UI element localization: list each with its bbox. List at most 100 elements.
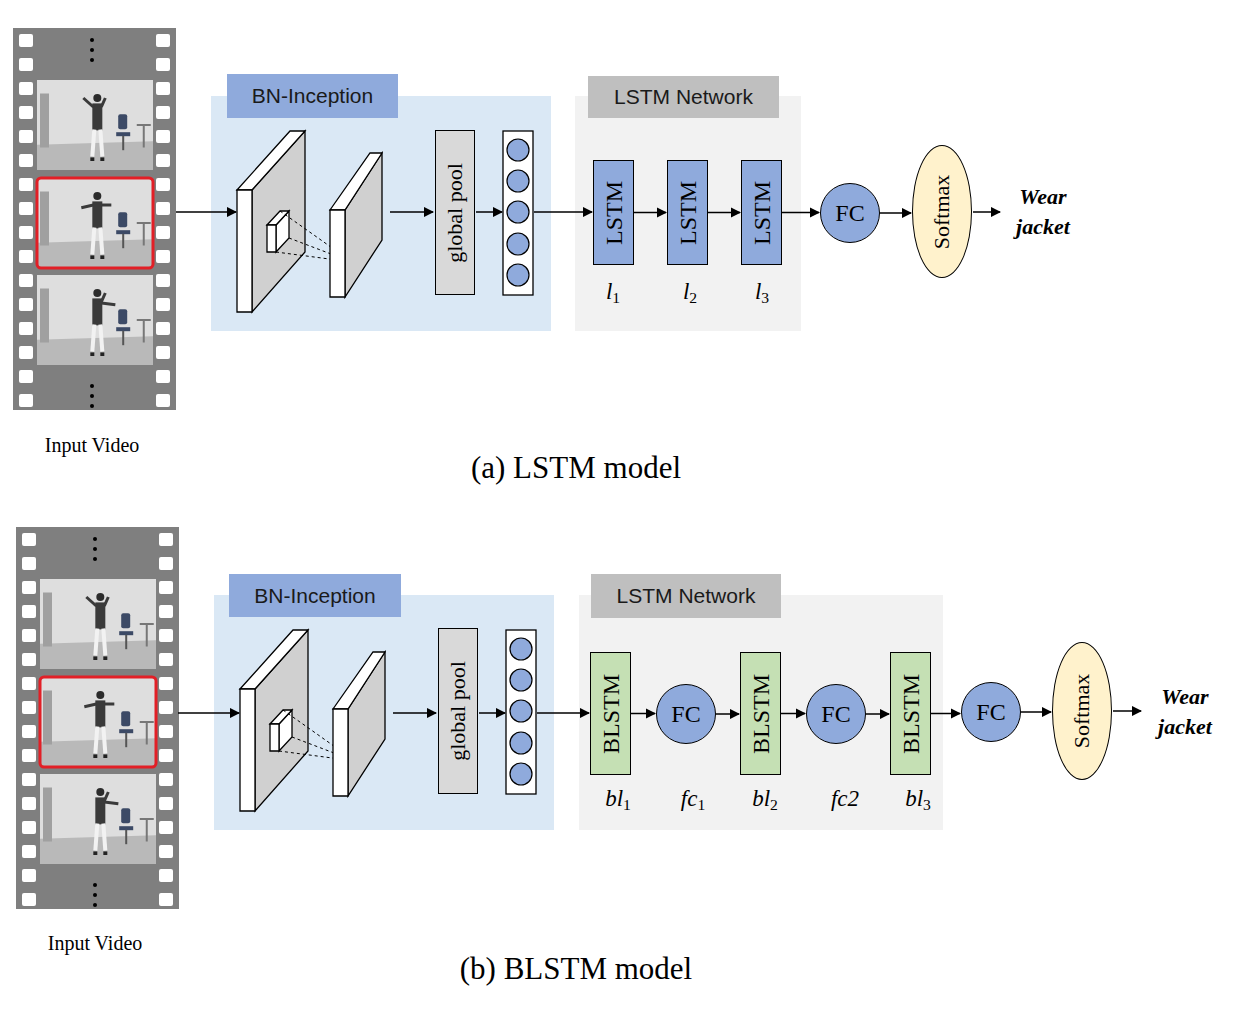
panel-title: LSTM Network <box>614 85 753 109</box>
person-arm <box>101 98 105 107</box>
label-base: l <box>683 279 689 304</box>
person-arm <box>101 204 111 207</box>
sprocket-hole <box>22 749 36 762</box>
person-shoe <box>90 157 94 161</box>
sprocket-hole <box>19 34 33 47</box>
label-subscript: 3 <box>761 289 769 306</box>
sprocket-hole <box>159 653 173 666</box>
sprocket-hole <box>22 653 36 666</box>
label-subscript: 1 <box>697 796 705 813</box>
node-label: FC <box>821 702 850 726</box>
sprocket-hole <box>156 370 170 383</box>
person-shoe <box>93 656 97 660</box>
layer-name: bl3 <box>905 785 931 815</box>
door <box>43 788 52 842</box>
feature-map <box>240 689 255 811</box>
label-base: bl <box>752 786 770 811</box>
vertical-label: BLSTM <box>599 673 623 753</box>
person-shoe <box>103 754 107 758</box>
table <box>143 223 145 246</box>
vertical-label: Softmax <box>1071 674 1093 749</box>
sprocket-hole <box>159 629 173 642</box>
flow-arrow <box>708 212 740 214</box>
door <box>40 94 49 148</box>
door <box>40 192 49 246</box>
selected-frame <box>37 178 153 268</box>
sprocket-hole <box>19 250 33 263</box>
chair <box>118 114 127 129</box>
flow-arrow <box>631 713 655 715</box>
selected-frame <box>40 677 156 767</box>
person-arm <box>101 293 105 302</box>
chair <box>121 808 130 823</box>
layer-box: LSTM <box>593 160 634 265</box>
table <box>143 320 145 343</box>
node-label: FC <box>976 700 1005 724</box>
chair <box>116 132 130 136</box>
film-strip <box>13 28 176 410</box>
feature-unit <box>510 669 532 691</box>
sprocket-hole <box>19 370 33 383</box>
ellipsis-dot <box>93 547 97 551</box>
table <box>143 125 145 148</box>
feature-unit <box>507 170 529 192</box>
output-label: Wear jacket <box>1139 682 1231 742</box>
door <box>40 289 49 343</box>
feature-unit <box>510 732 532 754</box>
person-shoe <box>100 255 104 259</box>
ellipsis-dot <box>93 557 97 561</box>
sprocket-hole <box>156 58 170 71</box>
sprocket-hole <box>159 533 173 546</box>
layer-name: bl1 <box>605 785 631 815</box>
panel-ground <box>575 96 801 331</box>
layer-box: LSTM <box>667 160 708 265</box>
chair <box>119 729 133 733</box>
feature-unit <box>507 264 529 286</box>
table <box>146 819 148 842</box>
panel-tab: BN-Inception <box>229 574 401 617</box>
label-subscript: 1 <box>623 796 631 813</box>
sprocket-hole <box>22 821 36 834</box>
video-frame <box>40 579 156 669</box>
sprocket-hole <box>19 298 33 311</box>
sprocket-hole <box>159 725 173 738</box>
feature-map <box>330 153 382 210</box>
person-arm <box>93 302 115 305</box>
sprocket-hole <box>159 557 173 570</box>
video-frame <box>40 774 156 864</box>
person-shoe <box>100 157 104 161</box>
feature-unit <box>507 201 529 223</box>
sprocket-hole <box>159 773 173 786</box>
person-arm <box>96 801 118 804</box>
sub-caption: (b) BLSTM model <box>460 950 693 987</box>
sprocket-hole <box>22 557 36 570</box>
person-body <box>92 103 102 130</box>
chair <box>116 327 130 331</box>
layer-name: fc2 <box>831 785 859 813</box>
sprocket-hole <box>156 106 170 119</box>
sprocket-hole <box>19 274 33 287</box>
chair <box>119 826 133 830</box>
feature-vector <box>503 131 533 295</box>
person-leg <box>92 325 94 352</box>
sprocket-hole <box>22 581 36 594</box>
sprocket-hole <box>159 581 173 594</box>
fc-circle: FC <box>961 682 1021 742</box>
person-head <box>96 788 104 796</box>
sprocket-hole <box>156 82 170 95</box>
sprocket-hole <box>22 701 36 714</box>
person-leg <box>103 629 105 656</box>
sprocket-hole <box>156 154 170 167</box>
person-arm <box>81 205 93 208</box>
video-frame <box>37 275 153 365</box>
video-frame <box>37 178 153 268</box>
feature-vector <box>506 630 536 794</box>
sprocket-hole <box>22 773 36 786</box>
person-arm <box>104 703 114 706</box>
ellipsis-dot <box>90 58 94 62</box>
node-label: FC <box>835 201 864 225</box>
sprocket-hole <box>156 202 170 215</box>
output-label: Wear jacket <box>997 182 1089 242</box>
flow-arrow <box>1113 710 1141 712</box>
